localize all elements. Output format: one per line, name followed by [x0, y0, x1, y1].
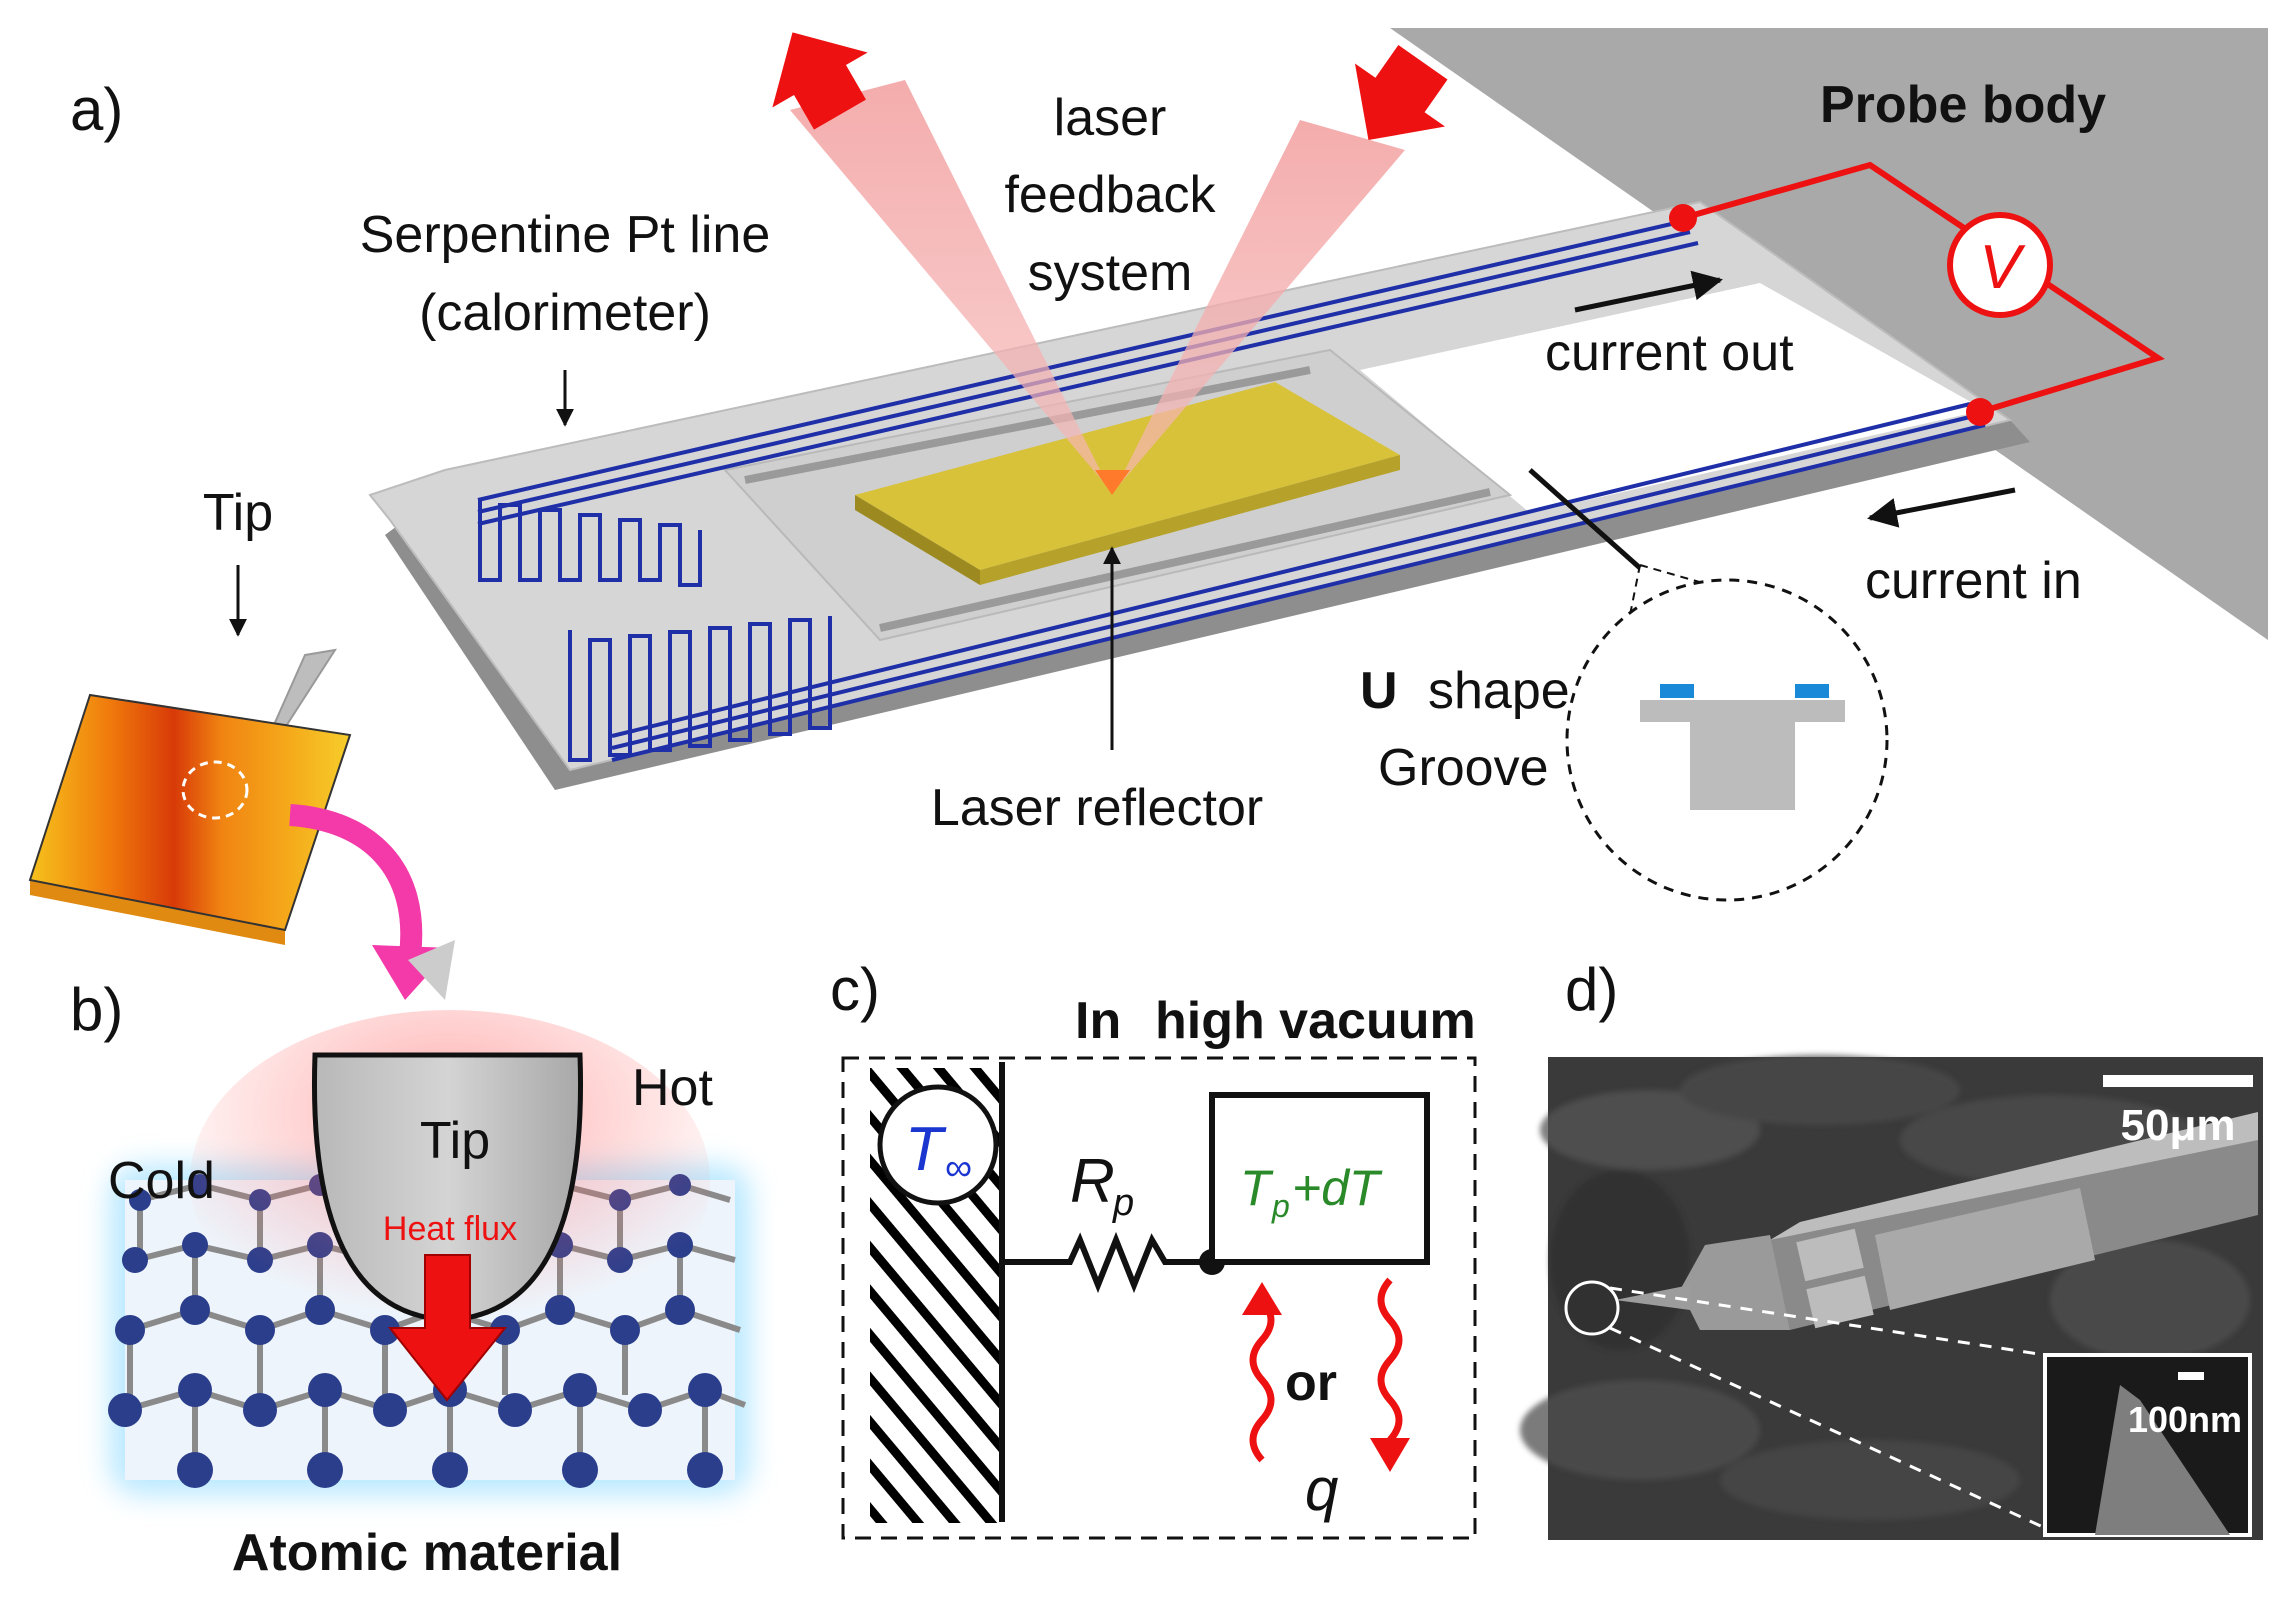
- atomic-material-label: Atomic material: [232, 1524, 622, 1582]
- circuit-node-top: [1669, 204, 1697, 232]
- cold-label: Cold: [108, 1152, 215, 1210]
- tp-subscript: p: [1271, 1188, 1290, 1224]
- sem-inset-scale-bar: [2178, 1372, 2204, 1380]
- panel-a-letter: a): [70, 76, 123, 143]
- laser-spot: [1095, 470, 1130, 495]
- cantilever-side: [385, 420, 2030, 790]
- cantilever-slot: [1360, 283, 1985, 513]
- q-label: q: [1305, 1456, 1338, 1523]
- voltmeter-label: V: [1979, 233, 2026, 302]
- zoom-curved-arrow: [289, 804, 423, 957]
- groove-cut-line: [1528, 468, 1642, 570]
- sem-reflector: [1875, 1188, 2095, 1310]
- laser-reflector-edge: [855, 495, 980, 585]
- sem-scale-label: 50μm: [2121, 1101, 2236, 1150]
- serpentine-bottom: [568, 616, 832, 762]
- sem-cantilever-top: [1770, 1112, 2258, 1240]
- laser-label-line1: laser: [1054, 89, 1167, 147]
- current-in-label: current in: [1865, 552, 2082, 610]
- laser-in-arrow: [1354, 45, 1448, 141]
- t-inf-circle: [877, 1084, 999, 1206]
- sample-plate-side: [30, 880, 285, 945]
- heat-in-arrowhead: [1242, 1282, 1282, 1315]
- panel-a: a) Probe body: [28, 28, 2268, 1000]
- thermal-resistor: [1002, 1231, 1212, 1294]
- rp-subscript: p: [1112, 1182, 1134, 1224]
- laser-beam-in: [1115, 120, 1405, 490]
- zoom-arrow-shadow: [408, 940, 455, 1000]
- vacuum-label: high vacuum: [1155, 992, 1476, 1050]
- sample-plate: [28, 693, 352, 932]
- heat-out-wave: [1377, 1277, 1403, 1443]
- vacuum-in-label: In: [1075, 992, 1121, 1050]
- sem-inset-tip: [2095, 1385, 2230, 1535]
- sem-serpentine-top: [1796, 1228, 1864, 1282]
- groove-pad-left: [1660, 684, 1694, 698]
- panel-c-letter: c): [830, 956, 880, 1023]
- t-inf-label: T: [905, 1115, 947, 1184]
- groove-cross-section: [1640, 700, 1845, 790]
- tip-b-label: Tip: [420, 1112, 490, 1170]
- pt-lines: [477, 220, 1986, 762]
- rp-label: R: [1070, 1147, 1115, 1216]
- tip-label: Tip: [203, 484, 273, 542]
- sem-scale-bar: [2103, 1075, 2253, 1087]
- current-in-arrow: [1867, 487, 2016, 528]
- laser-beam-out: [790, 80, 1110, 490]
- panel-b: b): [70, 976, 750, 1582]
- sem-zoom-line-bottom: [1609, 1326, 2046, 1530]
- sample-focus-circle: [181, 760, 249, 820]
- sem-tip: [1615, 1285, 1690, 1310]
- heat-flux-label: Heat flux: [383, 1210, 517, 1248]
- circuit-node-bottom: [1966, 398, 1994, 426]
- t-inf-subscript: ∞: [945, 1147, 972, 1189]
- inner-groove-bottom: [879, 488, 1491, 632]
- sem-tip-circle: [1564, 1280, 1620, 1336]
- u-letter: U: [1360, 662, 1398, 720]
- serpentine-label-line2: (calorimeter): [419, 284, 711, 342]
- tp-rest: +dT: [1292, 1160, 1383, 1216]
- panel-c: c) In high vacuum T ∞ R p T p +dT or q: [830, 956, 1477, 1540]
- panel-d-letter: d): [1565, 956, 1618, 1023]
- or-label: or: [1285, 1354, 1337, 1412]
- panel-d: d) 50μm 100nm: [1520, 956, 2263, 1540]
- current-out-arrow: [1574, 270, 1723, 313]
- laser-label-line3: system: [1028, 244, 1193, 302]
- current-out-label: current out: [1545, 324, 1794, 382]
- heat-out-arrowhead: [1370, 1438, 1410, 1472]
- hot-label: Hot: [632, 1059, 713, 1117]
- groove-label: Groove: [1378, 739, 1549, 797]
- voltmeter: [1947, 212, 2053, 318]
- serpentine-top: [478, 500, 702, 587]
- laser-reflector: [855, 382, 1400, 570]
- sem-cantilever-head: [1680, 1235, 1790, 1330]
- laser-reflector-label: Laser reflector: [931, 779, 1263, 837]
- sem-zoom-line-top: [1609, 1286, 2046, 1357]
- probe-thermal-mass: [1209, 1092, 1430, 1265]
- probe-body-label: Probe body: [1820, 76, 2106, 134]
- u-shape-label: shape: [1428, 662, 1570, 720]
- sem-serpentine-bottom: [1806, 1275, 1874, 1329]
- tp-label: T: [1240, 1160, 1274, 1216]
- serpentine-label-line1: Serpentine Pt line: [360, 206, 771, 264]
- panel-b-letter: b): [70, 976, 123, 1043]
- laser-out-arrow: [772, 32, 868, 130]
- heat-in-wave: [1249, 1297, 1275, 1463]
- heat-flux-arrow: [387, 1254, 508, 1402]
- groove-pad-right: [1795, 684, 1829, 698]
- sem-inset-scale-label: 100nm: [2128, 1399, 2242, 1440]
- laser-label-line2: feedback: [1004, 166, 1216, 224]
- groove-u-shape: [1640, 700, 1845, 810]
- laser-reflector-edge-2: [980, 455, 1400, 585]
- inner-groove-top: [744, 366, 1311, 484]
- vacuum-boundary: [841, 1056, 1477, 1540]
